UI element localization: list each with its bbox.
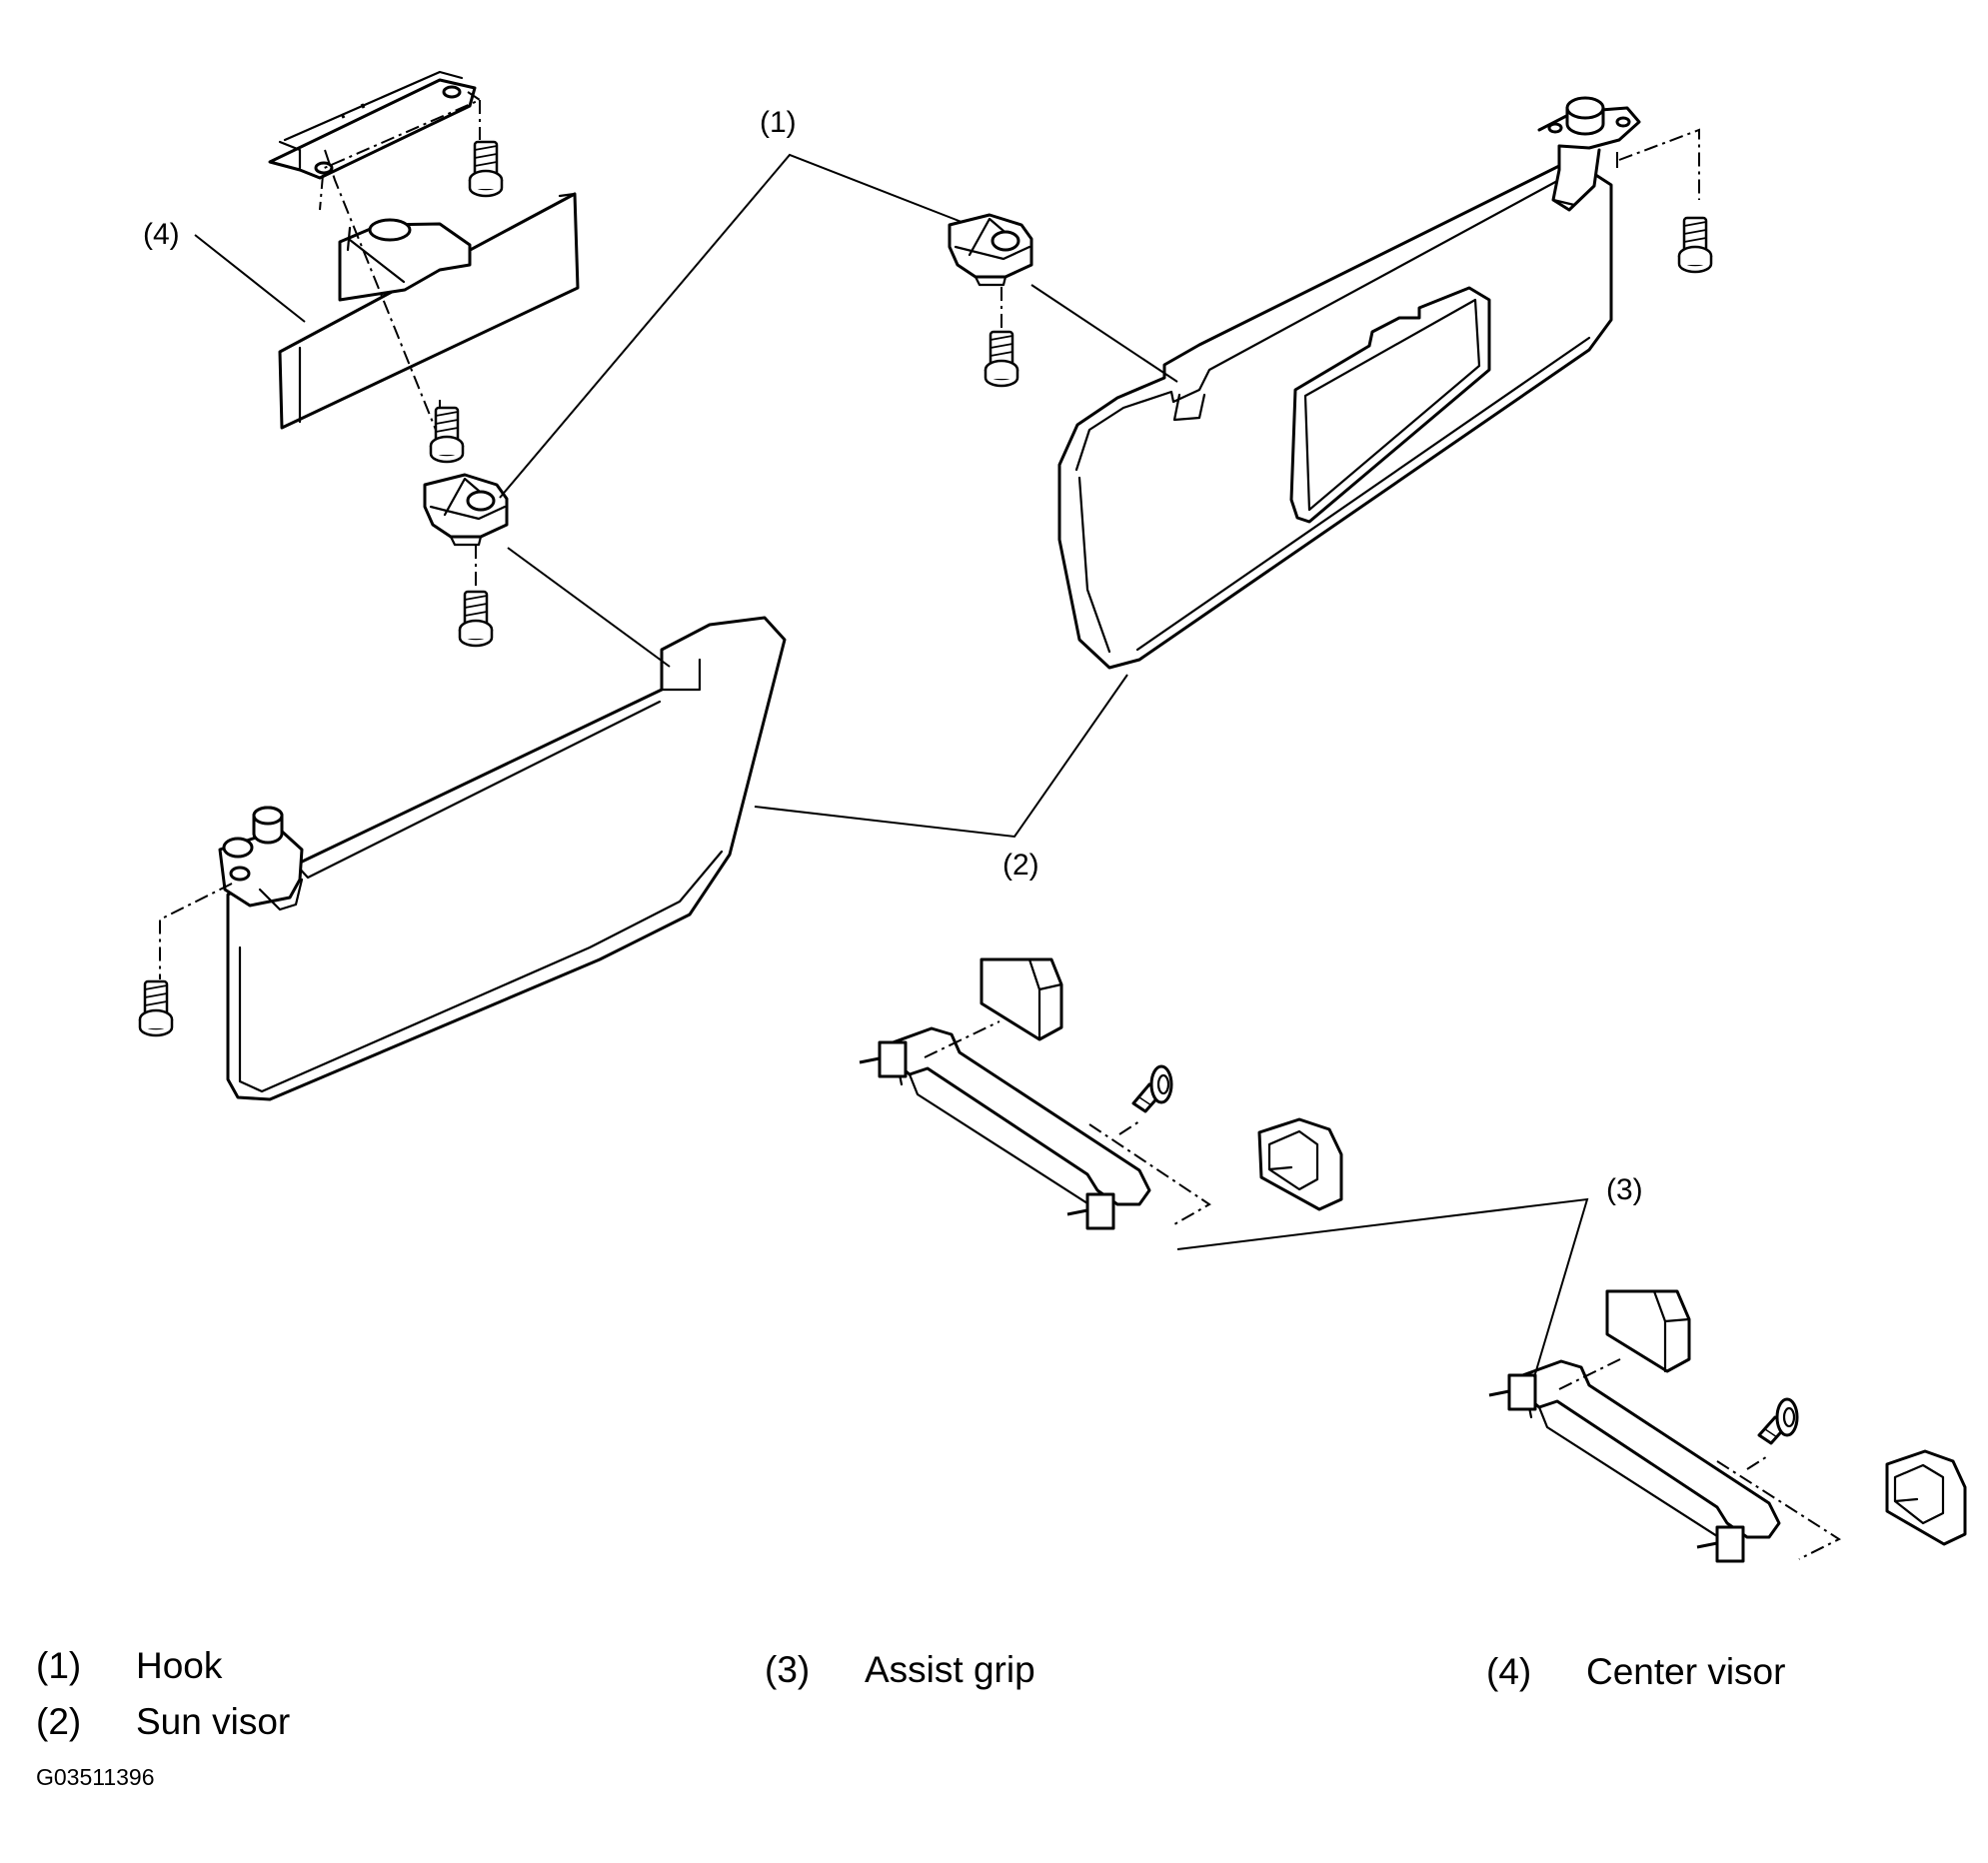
screw-icon: [984, 330, 1019, 388]
left-sun-visor: [226, 616, 787, 1101]
assist-grip-lower: [1605, 1289, 1691, 1373]
callout-center-visor: (4): [143, 218, 180, 251]
assist-grip-bar-2: [1487, 1359, 1781, 1563]
legend-num: (1): [36, 1645, 82, 1686]
screw-icon: [458, 590, 494, 648]
figure-id: G03511396: [36, 1764, 155, 1790]
grip-screw-upper: [1131, 1064, 1173, 1113]
assist-grip-upper: [980, 957, 1063, 1041]
legend-label: Center visor: [1586, 1651, 1786, 1692]
legend-label: Assist grip: [865, 1649, 1035, 1690]
legend-item-sun-visor: (2) Sun visor: [36, 1701, 290, 1743]
legend-num: (2): [36, 1701, 82, 1742]
grip-screw-lower: [1757, 1397, 1799, 1445]
screw-icon: [429, 406, 465, 464]
assist-grip-lower-cap: [1257, 1117, 1343, 1211]
legend-item-hook: (1) Hook: [36, 1645, 222, 1687]
screw-icon: [468, 140, 504, 198]
center-visor-bracket: [268, 70, 477, 180]
legend-item-assist-grip: (3) Assist grip: [765, 1649, 1035, 1691]
assist-grip-bar: [858, 1026, 1151, 1230]
callout-assist-grip: (3): [1606, 1173, 1643, 1206]
left-visor-pivot: [218, 806, 304, 912]
legend-item-center-visor: (4) Center visor: [1486, 1651, 1785, 1693]
assist-grip-lower-cap-2: [1885, 1449, 1967, 1546]
screw-icon: [138, 979, 174, 1037]
center-visor: [278, 192, 580, 430]
right-visor-pivot: [1537, 96, 1641, 212]
legend-num: (4): [1486, 1651, 1532, 1692]
callout-hook: (1): [760, 106, 797, 139]
callout-sun-visor: (2): [1002, 849, 1039, 882]
screw-icon: [1677, 216, 1713, 274]
hook-left: [423, 473, 509, 547]
right-sun-visor: [1057, 164, 1613, 670]
legend-label: Sun visor: [136, 1701, 291, 1742]
legend-num: (3): [765, 1649, 811, 1690]
hook-right: [948, 213, 1033, 287]
legend-label: Hook: [136, 1645, 223, 1686]
